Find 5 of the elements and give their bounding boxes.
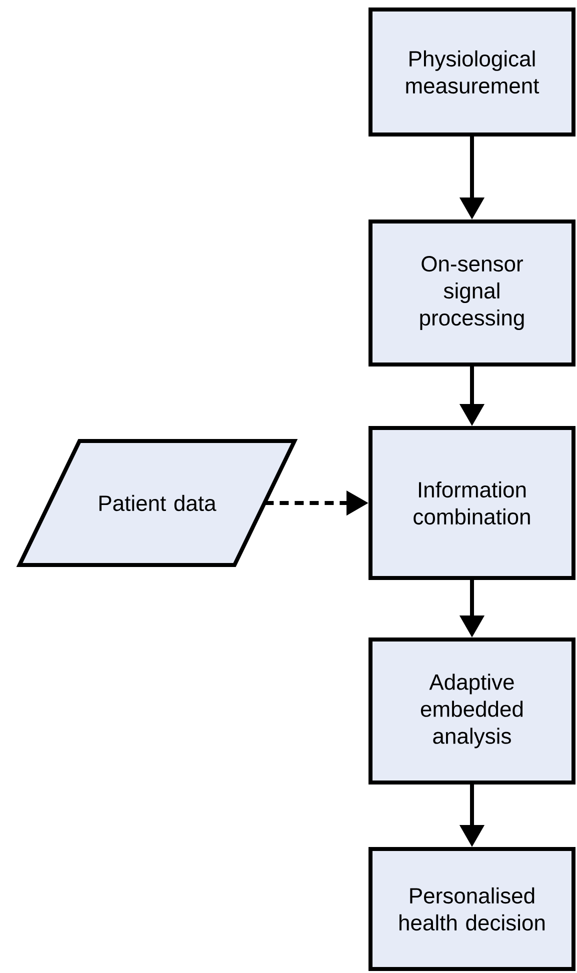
process-box: Adaptive embedded analysis (368, 638, 576, 784)
process-box: Physiological measurement (368, 8, 576, 136)
process-box: Information combination (368, 426, 576, 580)
process-box: On-sensor signal processing (368, 220, 576, 366)
process-box: Personalised health decision (368, 847, 576, 971)
